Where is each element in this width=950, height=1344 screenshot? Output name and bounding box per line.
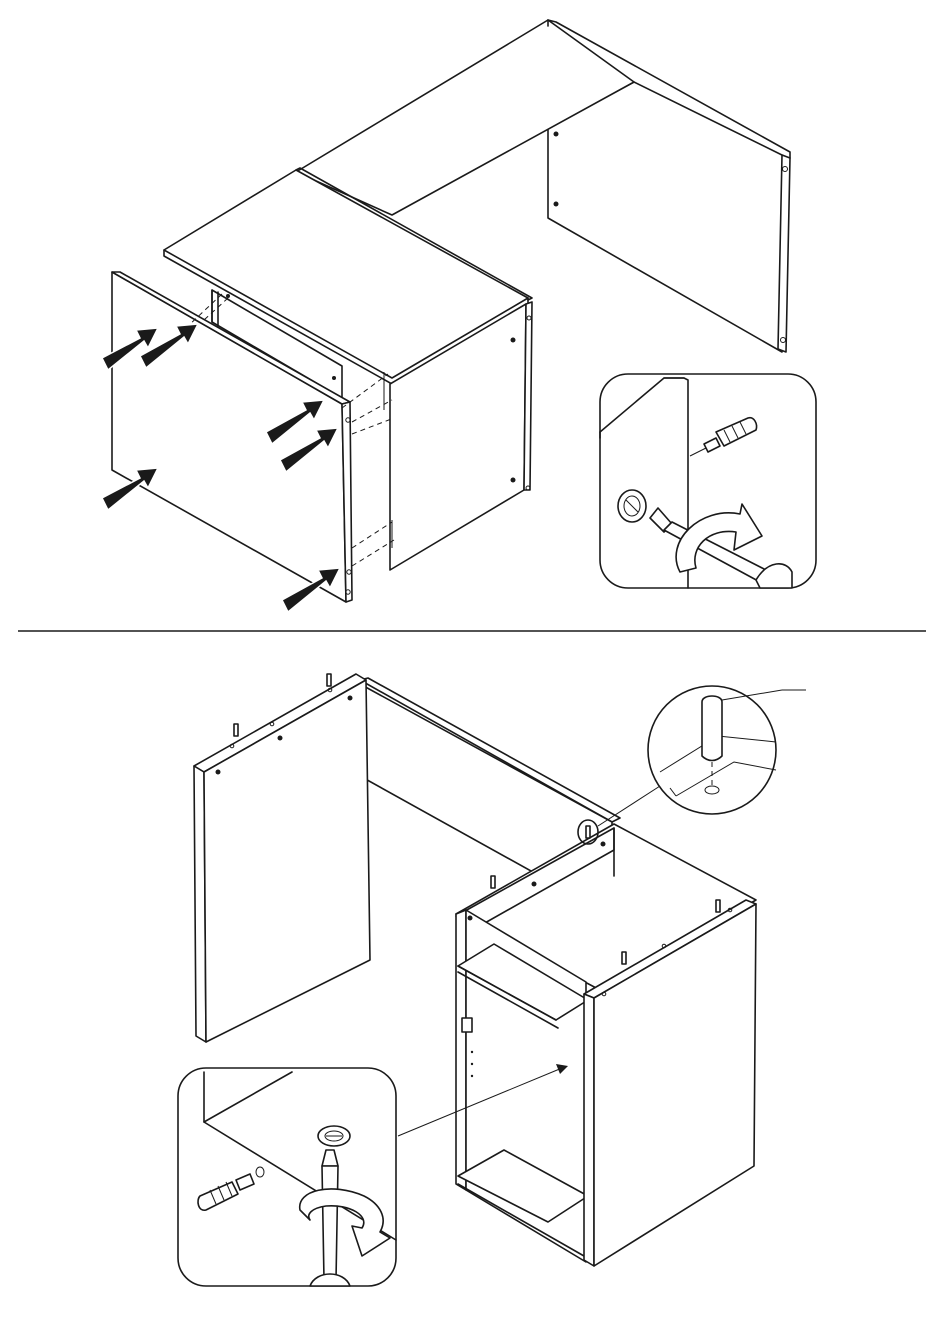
screwdriver-icon xyxy=(310,1150,350,1286)
side-panel-attachment-step xyxy=(102,20,816,612)
dowel-icon xyxy=(716,900,720,912)
screw-icon xyxy=(690,418,757,456)
dowel-icon xyxy=(327,674,331,686)
rotate-arrow-icon xyxy=(300,1189,390,1256)
dowel-icon xyxy=(586,826,590,838)
cam-lock-icon xyxy=(318,1126,350,1146)
right-side-panel xyxy=(548,82,790,352)
cam-lock-screw-detail xyxy=(600,374,816,588)
dowel-icon xyxy=(491,876,495,888)
frame-assembly-step xyxy=(178,674,806,1286)
left-end-panel xyxy=(194,674,370,1042)
dowel-icon xyxy=(622,952,626,964)
screw-icon xyxy=(198,1167,264,1210)
cabinet-box xyxy=(456,824,756,1266)
cam-lock-icon xyxy=(618,490,646,522)
dowel-icon xyxy=(234,724,238,736)
